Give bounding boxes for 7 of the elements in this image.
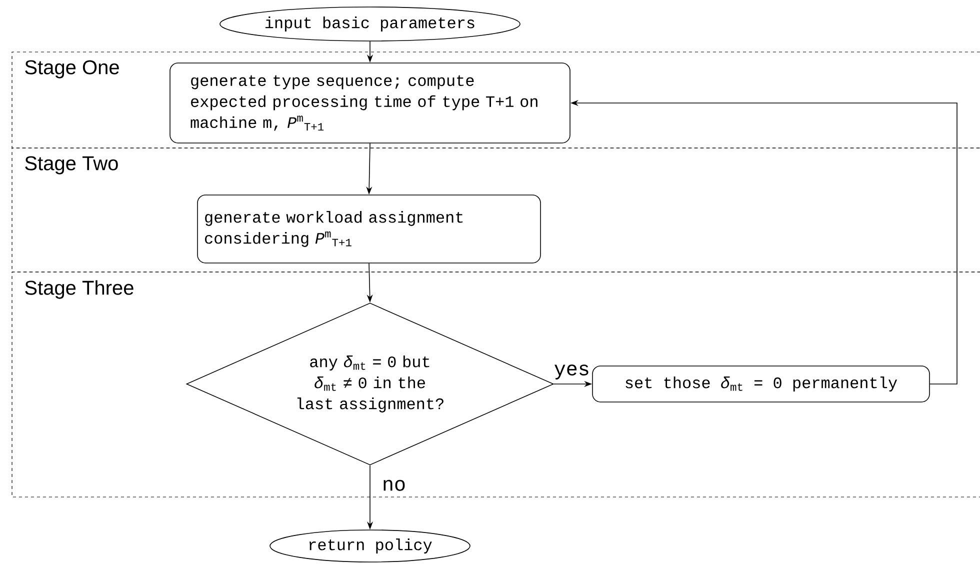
process-box: generate workload assignment considering P$^{m}$T+1 — [197, 194, 541, 264]
process-box: generate type sequence; compute expected processing time of type T+1 on machine m, P$^{m}$T+1 — [170, 62, 570, 144]
terminal-oval: input basic parameters — [220, 6, 520, 42]
process-box: set those δ$_{mt}$ = 0 permanently — [592, 366, 930, 402]
edge-label: yes — [554, 364, 588, 380]
edge-label: no — [384, 480, 405, 491]
terminal-oval: return policy — [270, 530, 470, 562]
